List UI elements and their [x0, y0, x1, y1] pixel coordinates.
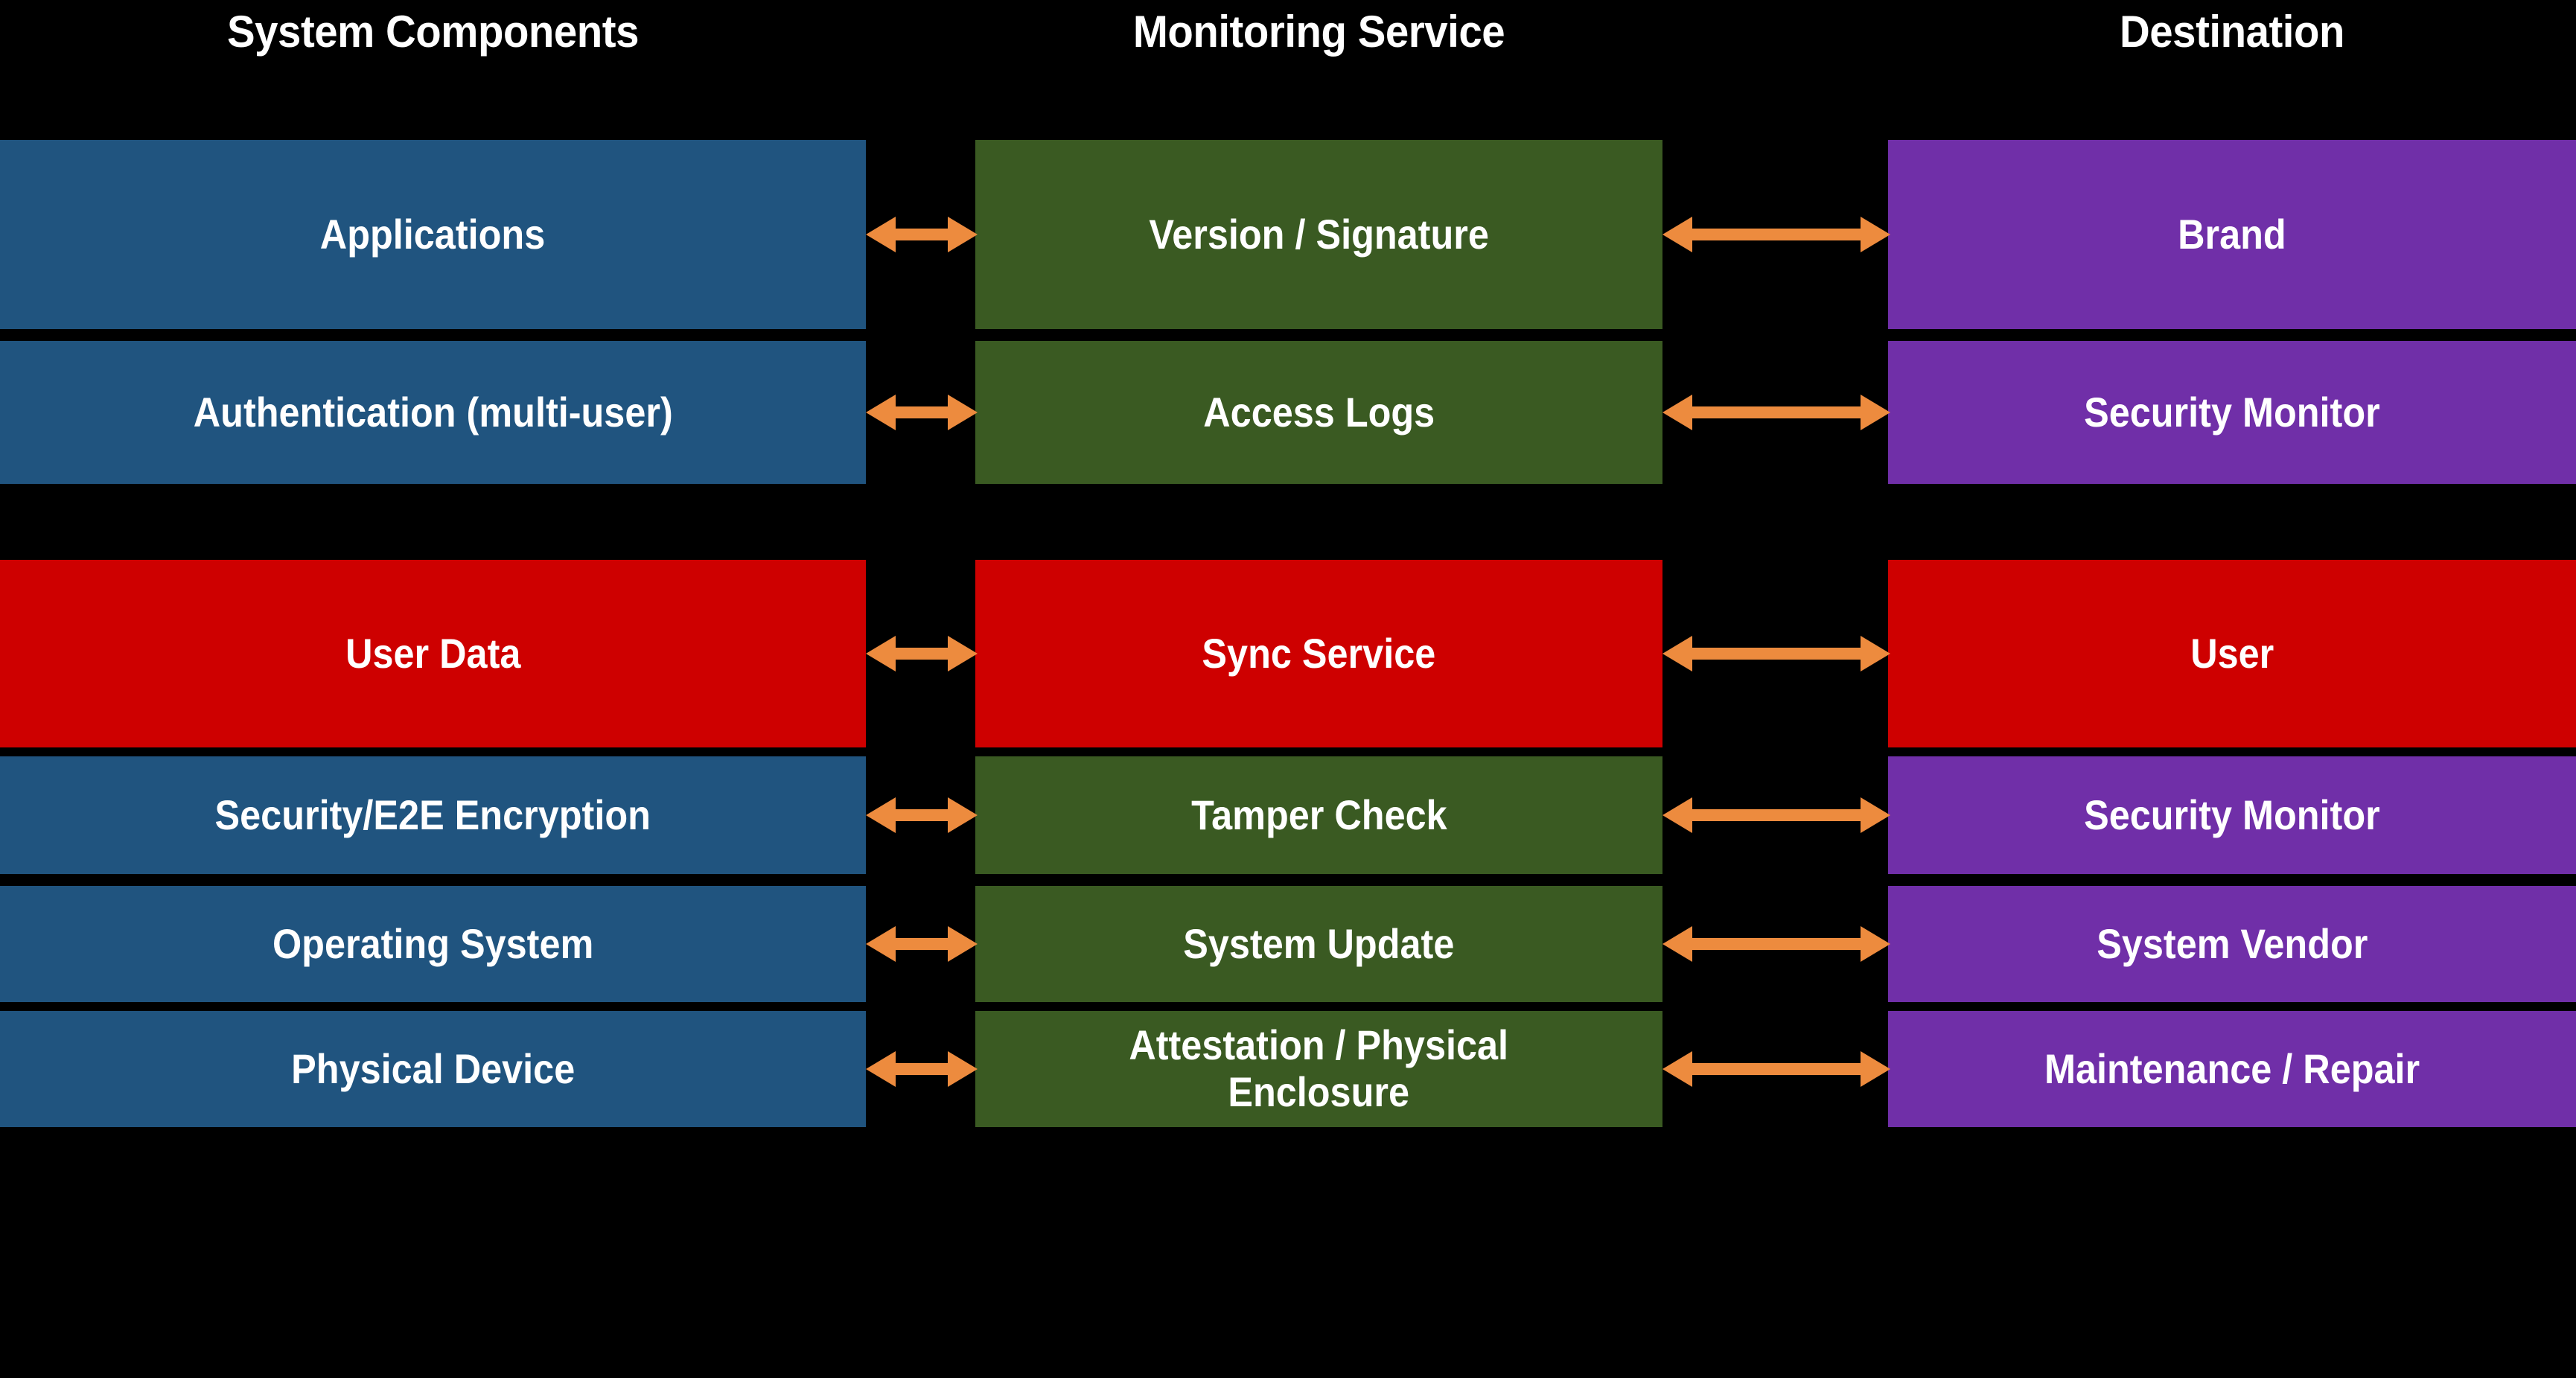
cell-label: Security/E2E Encryption	[214, 791, 651, 838]
double-arrow-icon-security-encryption-left	[866, 791, 978, 839]
cell-operating-system-component: Operating System	[0, 886, 866, 1002]
cell-applications-destination: Brand	[1888, 140, 2576, 329]
cell-label: Authentication (multi-user)	[193, 388, 673, 436]
cell-security-encryption-destination: Security Monitor	[1888, 756, 2576, 874]
cell-operating-system-service: System Update	[975, 886, 1662, 1002]
cell-label: Version / Signature	[1149, 210, 1489, 258]
double-arrow-icon-operating-system-right	[1662, 920, 1890, 968]
cell-label: User Data	[345, 629, 521, 677]
double-arrow-icon-applications-left	[866, 211, 978, 258]
column-header-band: System Components Monitoring Service Des…	[0, 0, 2576, 67]
cell-authentication-destination: Security Monitor	[1888, 341, 2576, 484]
cell-label: Operating System	[272, 919, 594, 967]
column-header-system-components: System Components	[227, 7, 639, 57]
cell-label: System Vendor	[2096, 919, 2368, 967]
cell-label: Security Monitor	[2084, 388, 2380, 436]
cell-label: Tamper Check	[1190, 791, 1447, 838]
cell-label: Brand	[2178, 210, 2286, 258]
cell-label: Physical Device	[290, 1044, 576, 1092]
cell-physical-device-service: Attestation / Physical Enclosure	[975, 1011, 1662, 1127]
cell-label: Attestation / Physical Enclosure	[1129, 1021, 1509, 1115]
cell-operating-system-destination: System Vendor	[1888, 886, 2576, 1002]
cell-applications-service: Version / Signature	[975, 140, 1662, 329]
double-arrow-icon-authentication-left	[866, 389, 978, 436]
double-arrow-icon-operating-system-left	[866, 920, 978, 968]
cell-label: Access Logs	[1203, 388, 1435, 436]
double-arrow-icon-user-data-left	[866, 630, 978, 677]
double-arrow-icon-physical-device-right	[1662, 1045, 1890, 1093]
cell-label: Maintenance / Repair	[2044, 1044, 2420, 1092]
cell-physical-device-component: Physical Device	[0, 1011, 866, 1127]
cell-label: System Update	[1183, 919, 1455, 967]
column-header-destination: Destination	[2120, 7, 2344, 57]
double-arrow-icon-applications-right	[1662, 211, 1890, 258]
column-header-monitoring-service: Monitoring Service	[1132, 7, 1505, 57]
cell-label: Applications	[320, 210, 546, 258]
double-arrow-icon-physical-device-left	[866, 1045, 978, 1093]
cell-label: Security Monitor	[2084, 791, 2380, 838]
double-arrow-icon-security-encryption-right	[1662, 791, 1890, 839]
cell-security-encryption-service: Tamper Check	[975, 756, 1662, 874]
cell-physical-device-destination: Maintenance / Repair	[1888, 1011, 2576, 1127]
cell-label: User	[2190, 629, 2274, 677]
cell-user-data-destination: User	[1888, 560, 2576, 747]
cell-label: Sync Service	[1202, 629, 1436, 677]
double-arrow-icon-user-data-right	[1662, 630, 1890, 677]
cell-user-data-service: Sync Service	[975, 560, 1662, 747]
cell-security-encryption-component: Security/E2E Encryption	[0, 756, 866, 874]
cell-authentication-service: Access Logs	[975, 341, 1662, 484]
double-arrow-icon-authentication-right	[1662, 389, 1890, 436]
cell-authentication-component: Authentication (multi-user)	[0, 341, 866, 484]
cell-user-data-component: User Data	[0, 560, 866, 747]
cell-applications-component: Applications	[0, 140, 866, 329]
